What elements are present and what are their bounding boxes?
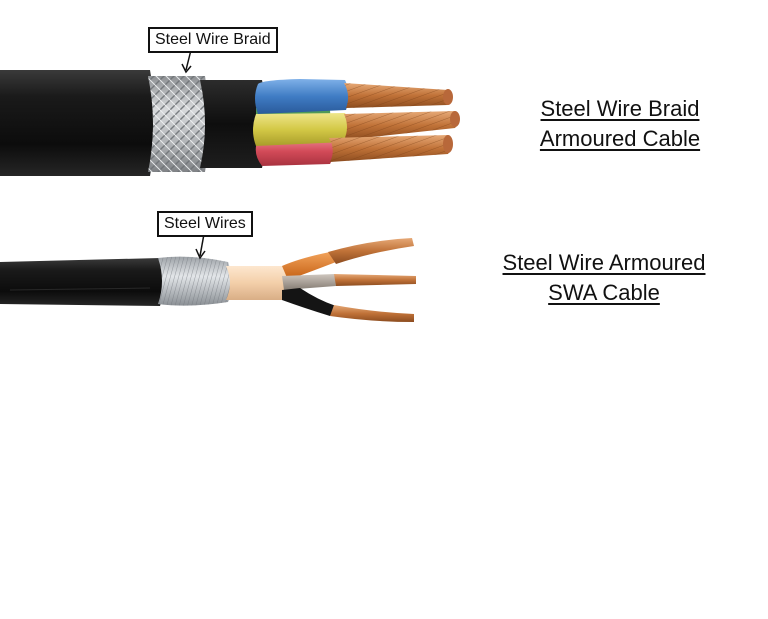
orange-core [282,252,336,280]
swa-callout-arrow [199,233,205,257]
braid-armoured-cable [0,49,460,176]
swa-caption: Steel Wire Armoured SWA Cable [476,248,732,308]
black-core [282,288,336,316]
inner-sheath [200,80,267,168]
copper-conductors [329,83,460,162]
braid-caption: Steel Wire Braid Armoured Cable [510,94,730,154]
swa-bedding [226,266,289,300]
braid-callout-label: Steel Wire Braid [148,27,278,53]
swa-caption-line2: SWA Cable [548,280,660,305]
callout-arrow [185,49,192,71]
grey-core [282,274,336,290]
swa-cable [0,233,416,322]
braid-caption-line1: Steel Wire Braid [540,96,700,121]
blue-core [255,79,349,114]
swa-callout-label: Steel Wires [157,211,253,237]
swa-outer-sheath [0,258,164,306]
braid-caption-line2: Armoured Cable [539,126,701,151]
yellow-core [253,113,350,146]
swa-caption-line1: Steel Wire Armoured [502,250,706,275]
outer-sheath [0,70,155,176]
